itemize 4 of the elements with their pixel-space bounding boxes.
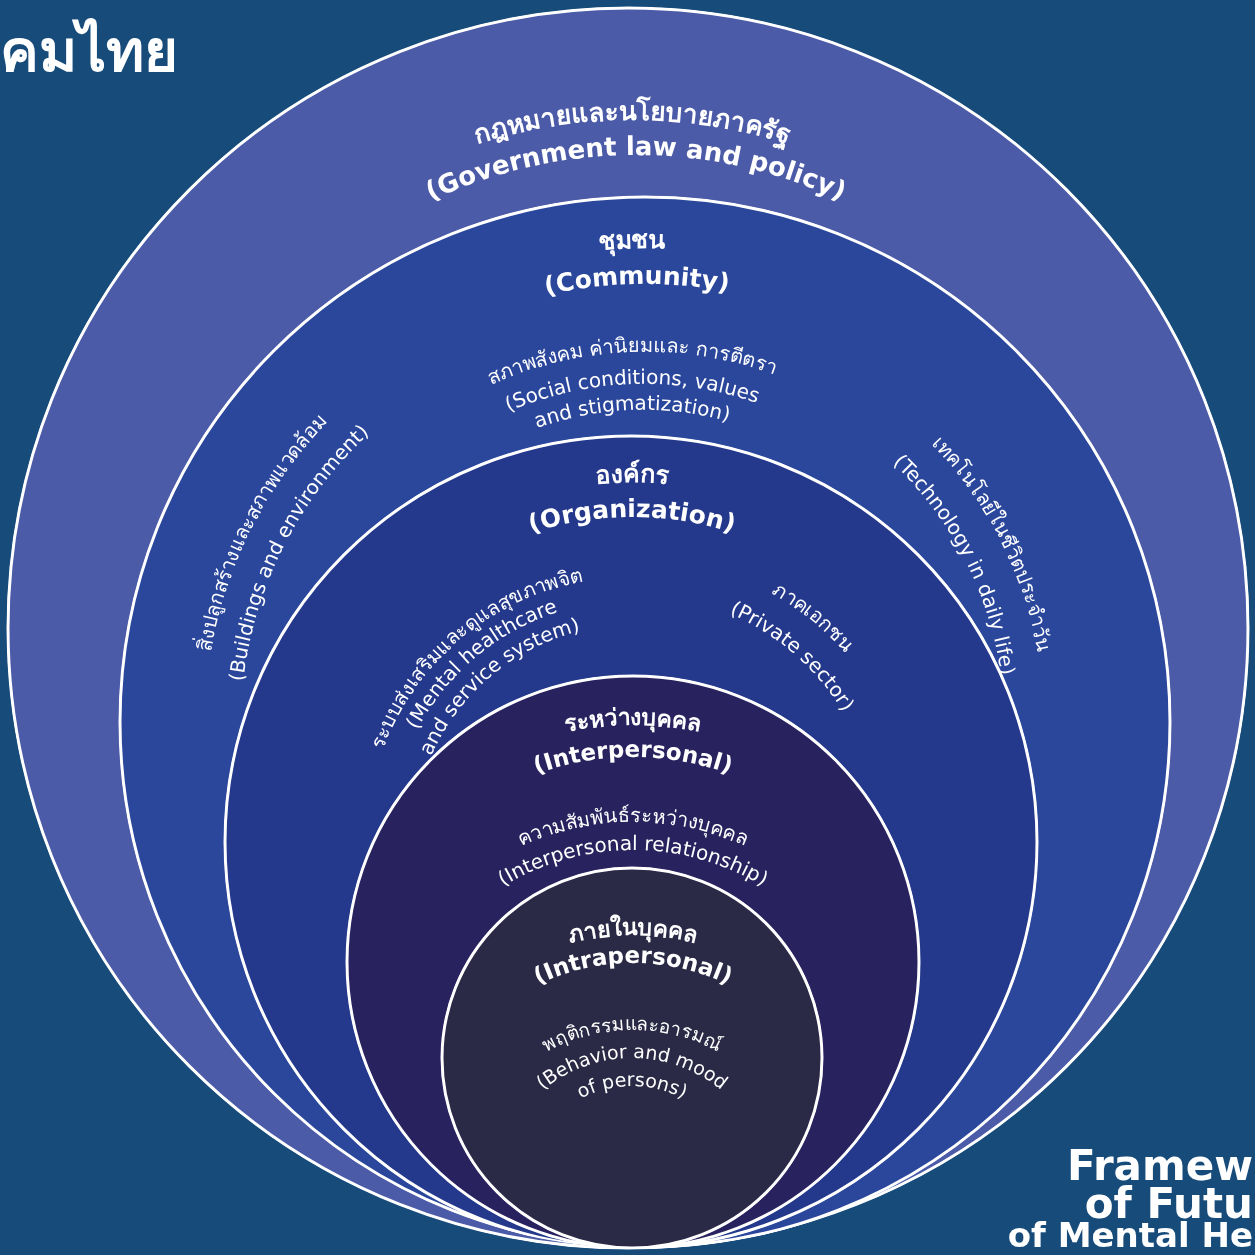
ring-heading: องค์กร (Organization) (524, 459, 740, 539)
ring-heading: ชุมชน (Community) (541, 224, 732, 301)
ring-heading: ภายในบุคคล (Intrapersonal) (529, 913, 737, 990)
title-text: of Mental He (1007, 1218, 1253, 1252)
